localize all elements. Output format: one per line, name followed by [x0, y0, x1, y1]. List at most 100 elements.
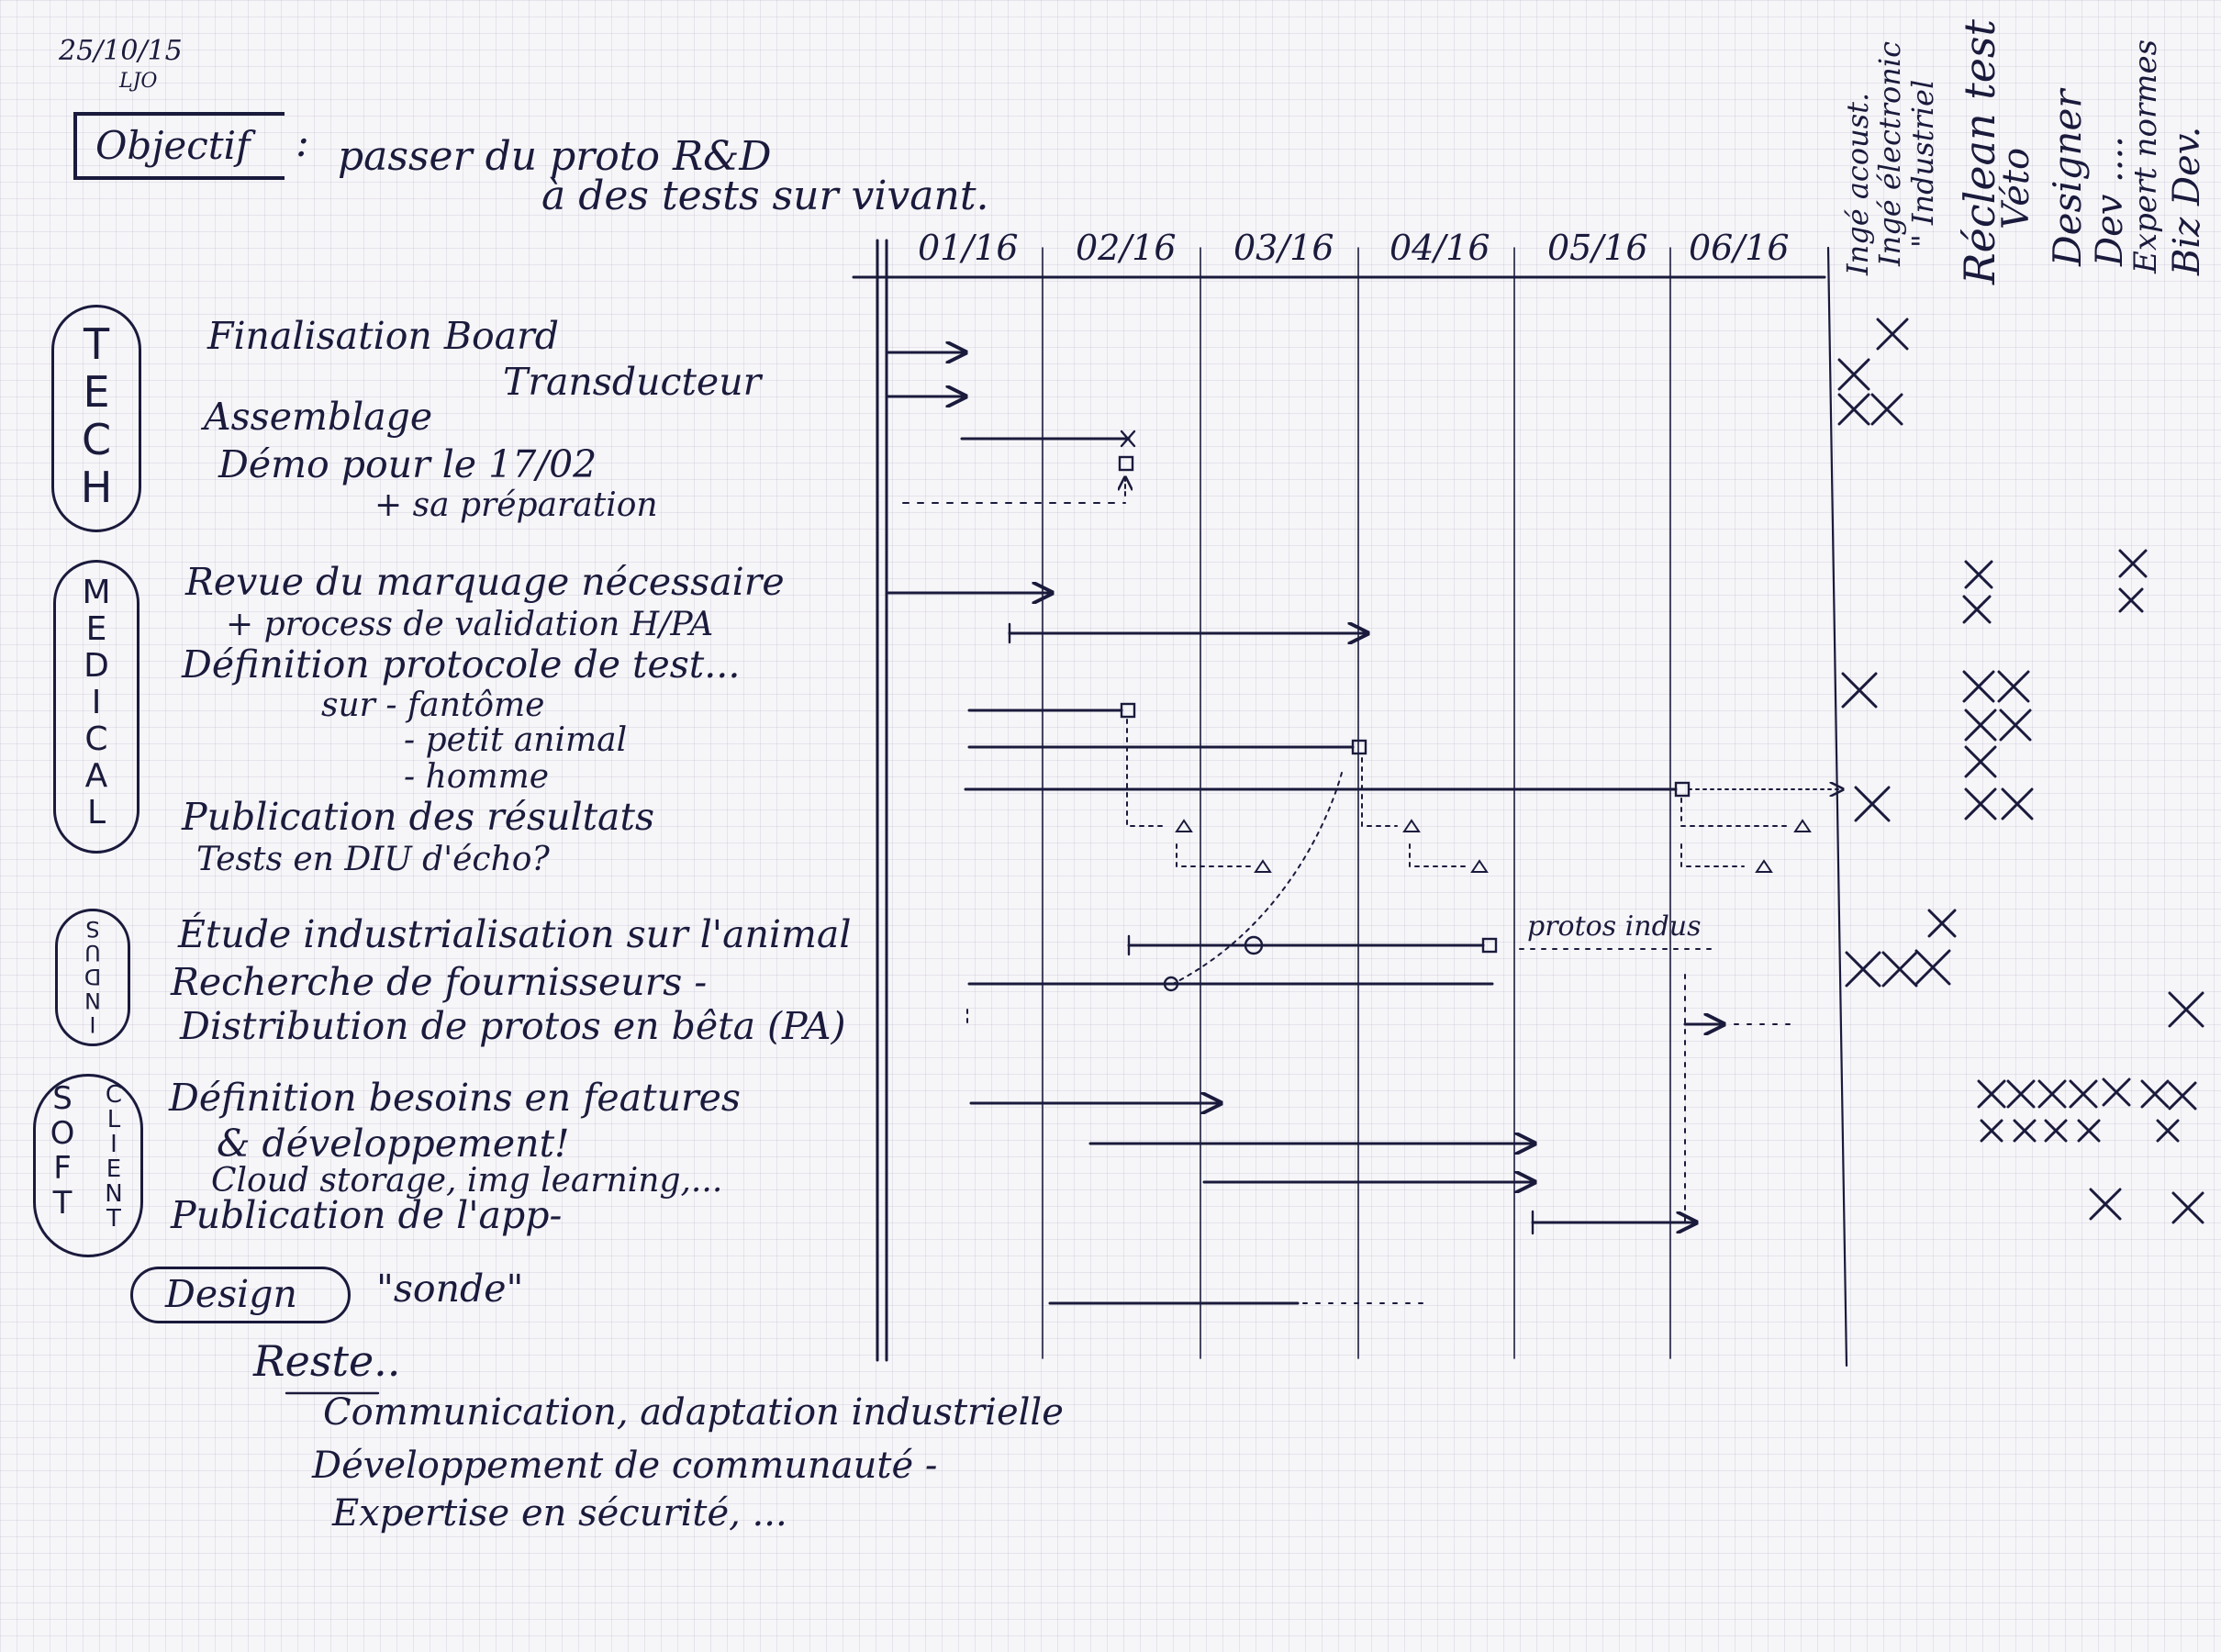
publication-triangles	[1175, 819, 1812, 873]
task-tests-diu: Tests en DIU d'écho?	[196, 841, 550, 878]
x-stroke	[1837, 393, 1870, 426]
role-x-mark	[1837, 393, 1870, 426]
x-stroke	[1876, 318, 1909, 351]
milestone-petit-animal	[1351, 739, 1367, 755]
x-stroke	[2006, 1079, 2036, 1109]
group-letter: D	[84, 647, 109, 685]
x-stroke	[1841, 672, 1878, 709]
publication-links	[966, 719, 1791, 1027]
role-x-mark	[1977, 1079, 2006, 1109]
x-stroke	[2168, 1081, 2197, 1111]
role-x-mark	[1962, 670, 1995, 703]
x-stroke	[1962, 595, 1992, 624]
role-x-mark	[1841, 672, 1878, 709]
group-letter: A	[84, 757, 108, 795]
x-stroke	[2044, 1119, 2068, 1143]
x-stroke	[2037, 1079, 2067, 1109]
role-x-mark	[2171, 1191, 2204, 1224]
objective-line-2: à des tests sur vivant.	[541, 173, 989, 219]
task-assemblage: Assemblage	[204, 395, 433, 439]
role-x-mark	[1964, 787, 1997, 820]
task-recherche-fournisseurs: Recherche de fournisseurs -	[171, 960, 708, 1004]
triangle-marker	[1470, 859, 1489, 873]
x-stroke	[1980, 1119, 2003, 1143]
task-process-validation: + process de validation H/PA	[226, 606, 714, 643]
month-label-6: 06/16	[1689, 228, 1790, 268]
role-x-mark	[1980, 1119, 2003, 1143]
milestone-etude-industrialisation	[1481, 937, 1498, 954]
x-stroke	[1964, 709, 1997, 742]
x-stroke	[2171, 1191, 2204, 1224]
group-label-tech: T E C H	[73, 323, 119, 508]
objective-line-1: passer du proto R&D	[338, 133, 772, 180]
protos-indus-annotation: protos indus	[1527, 910, 1702, 943]
task-transducteur: Transducteur	[503, 360, 762, 404]
task-publication-app: Publication de l'app-	[171, 1193, 563, 1237]
group-letter: O	[50, 1115, 75, 1152]
milestone-fantome	[1120, 702, 1136, 719]
task-demo: Démo pour le 17/02	[218, 442, 597, 486]
milestone-circle	[1163, 976, 1179, 992]
task-design: Design	[165, 1272, 297, 1316]
roles-separator	[1826, 246, 1848, 1367]
group-letter: C	[81, 415, 112, 464]
role-x-mark	[1999, 709, 2032, 742]
x-stroke	[2118, 549, 2148, 578]
x-stroke	[2001, 787, 2034, 820]
role-x-mark	[1845, 951, 1881, 988]
objective-colon: :	[296, 119, 309, 166]
link-publication	[1680, 798, 1791, 827]
task-sonde: "sonde"	[376, 1267, 524, 1311]
x-stroke	[1914, 949, 1951, 986]
x-stroke	[1927, 909, 1957, 938]
role-x-mark	[1962, 595, 1992, 624]
role-x-mark	[1876, 318, 1909, 351]
group-letter: C	[84, 720, 108, 758]
task-finalisation-board: Finalisation Board	[207, 314, 559, 358]
group-letter: M	[82, 574, 111, 611]
role-x-mark	[1997, 670, 2030, 703]
group-letter: S	[52, 1080, 73, 1117]
group-letter: I	[91, 684, 102, 721]
role-x-mark	[2156, 1119, 2180, 1143]
x-stroke	[2013, 1119, 2037, 1143]
milestone-circle	[1244, 935, 1264, 955]
role-x-mark	[2001, 787, 2034, 820]
role-x-mark	[1837, 358, 1870, 391]
role-x-mark	[2118, 587, 2144, 613]
group-letter: C	[105, 1081, 123, 1109]
x-stroke	[2089, 1188, 2122, 1221]
task-distribution-protos: Distribution de protos en bêta (PA)	[180, 1004, 846, 1048]
task-homme: - homme	[404, 758, 550, 796]
role-x-mark	[1927, 909, 1957, 938]
x-stroke	[2140, 1079, 2170, 1109]
group-label-client: C L I E N T	[95, 1083, 132, 1231]
month-label-2: 02/16	[1076, 228, 1177, 268]
role-x-mark	[2168, 991, 2204, 1028]
task-definition-protocole: Définition protocole de test...	[182, 642, 741, 686]
link-publication	[1176, 843, 1253, 867]
x-stroke	[2118, 587, 2144, 613]
reste-line-1: Communication, adaptation industrielle	[323, 1391, 1064, 1434]
milestone-homme	[1674, 781, 1691, 798]
x-stroke	[1870, 393, 1903, 426]
role-x-mark	[2044, 1119, 2068, 1143]
role-x-mark	[1881, 951, 1918, 988]
role-x-mark	[1964, 560, 1993, 589]
task-publication-resultats: Publication des résultats	[182, 795, 655, 839]
x-stroke	[1881, 951, 1918, 988]
group-letter: L	[86, 794, 106, 832]
author-initials: LJO	[119, 70, 158, 93]
task-revue-marquage: Revue du marquage nécessaire	[185, 560, 785, 604]
group-letter: F	[53, 1150, 72, 1187]
task-fantome: sur - fantôme	[321, 686, 545, 724]
link-animal-study	[1172, 772, 1343, 985]
link-publication	[1361, 757, 1398, 827]
triangle-marker	[1755, 859, 1773, 873]
group-oval-soft-client	[33, 1074, 143, 1257]
reste-line-2: Développement de communauté -	[312, 1445, 938, 1487]
triangle-marker	[1402, 819, 1421, 832]
group-oval-indus	[55, 909, 130, 1046]
group-letter: H	[80, 463, 113, 512]
